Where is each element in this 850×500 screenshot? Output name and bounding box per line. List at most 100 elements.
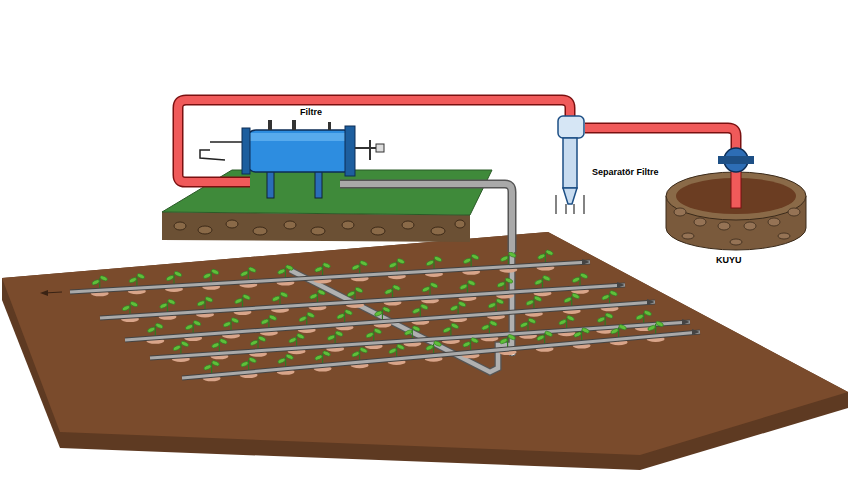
plant-leaf [533,295,542,302]
lateral-pipe [125,302,655,340]
plant-leaf [250,339,259,346]
plant-leaf [298,315,307,322]
plant-leaf [573,331,582,338]
plant-leaf [166,274,175,281]
plant-leaf [223,321,232,328]
plant-leaf [566,315,575,322]
well [666,148,806,250]
red-pipe [178,100,570,182]
plant-leaf [205,296,214,303]
plant-leaf [272,295,281,302]
plant-leaf [412,325,421,332]
plant-leaf [442,326,451,333]
plant-leaf [231,317,240,324]
plant-leaf [467,279,476,286]
lateral-pipe [100,285,625,318]
plant-leaf [240,270,249,277]
pipe-end [692,329,700,335]
plant-leaf [288,337,297,344]
plant-leaf [128,277,137,284]
plant-leaf [412,307,421,314]
plant-leaf [335,330,344,337]
plant-leaf [537,253,546,260]
plant-leaf [122,305,131,312]
plant-leaf [219,338,228,345]
plant-leaf [471,253,480,260]
plant-leaf [147,326,156,333]
plant-leaf [351,264,360,271]
plant-leaf [388,347,397,354]
plant-leaf [185,324,194,331]
lateral-pipe [182,332,700,378]
plant-leaf [242,294,251,301]
plant-leaf [542,275,551,282]
plant-leaf [488,302,497,309]
plant-leaf [159,302,168,309]
plant-leaf [580,272,589,279]
plant-leaf [463,257,472,264]
plant-leaf [211,360,220,367]
plant-leaf [314,354,323,361]
plant-leaf [450,305,459,312]
soil-field [2,232,848,455]
separator-label: Separatör Filtre [592,168,659,178]
plant-leaf [248,357,257,364]
plant-leaf [359,347,368,354]
plant-leaf [155,322,164,329]
plant-leaf [520,321,529,328]
lateral-pipe [125,302,655,340]
pipe-end [617,282,625,288]
plant-leaf [277,357,286,364]
plant-leaf [327,334,336,341]
filter-tank [200,120,384,198]
plant-leaf [433,340,442,347]
plant-leaf [500,255,509,262]
plant-leaf [563,296,572,303]
plant-leaf [422,286,431,293]
stone-texture [174,220,465,235]
plant-leaf [545,249,554,256]
plant-leaf [374,310,383,317]
plant-leaf [193,320,202,327]
plant-leaf [306,311,315,318]
plant-leaf [172,344,181,351]
plant-leaf [384,288,393,295]
plant-leaf [344,309,353,316]
plant-leaf [618,324,627,331]
pipe-end [647,299,655,305]
plant-leaf [174,270,183,277]
plant-leaf [434,255,443,262]
plant-leaf [203,364,212,371]
lateral-pipe [182,332,700,378]
plant-leaf [373,328,382,335]
soil-side [2,232,848,470]
plant-leaf [525,299,534,306]
plant-leaf [462,341,471,348]
grey-pipe [340,184,512,252]
plant-leaf [489,320,498,327]
plant-leaf [496,298,505,305]
plant-leaf [365,332,374,339]
plant-leaf [388,262,397,269]
pipe-end [682,319,690,325]
plant-leaf [180,340,189,347]
plant-leaf [655,320,664,327]
plant-leaf [130,301,139,308]
plant-leaf [268,314,277,321]
pipe-end [582,259,590,265]
plant-leaf [643,310,652,317]
red-pipe [178,100,570,182]
plant-leaf [426,259,435,266]
plant-leaf [322,262,331,269]
plant-leaf [572,276,581,283]
plant-leaf [505,277,514,284]
plant-leaf [396,258,405,265]
plant-leaf [211,342,220,349]
plant-leaf [609,290,618,297]
plant-leaf [605,312,614,319]
plant-leaf [534,279,543,286]
plant-leaf [258,335,267,342]
plant-leaf [167,298,176,305]
plant-leaf [635,314,644,321]
